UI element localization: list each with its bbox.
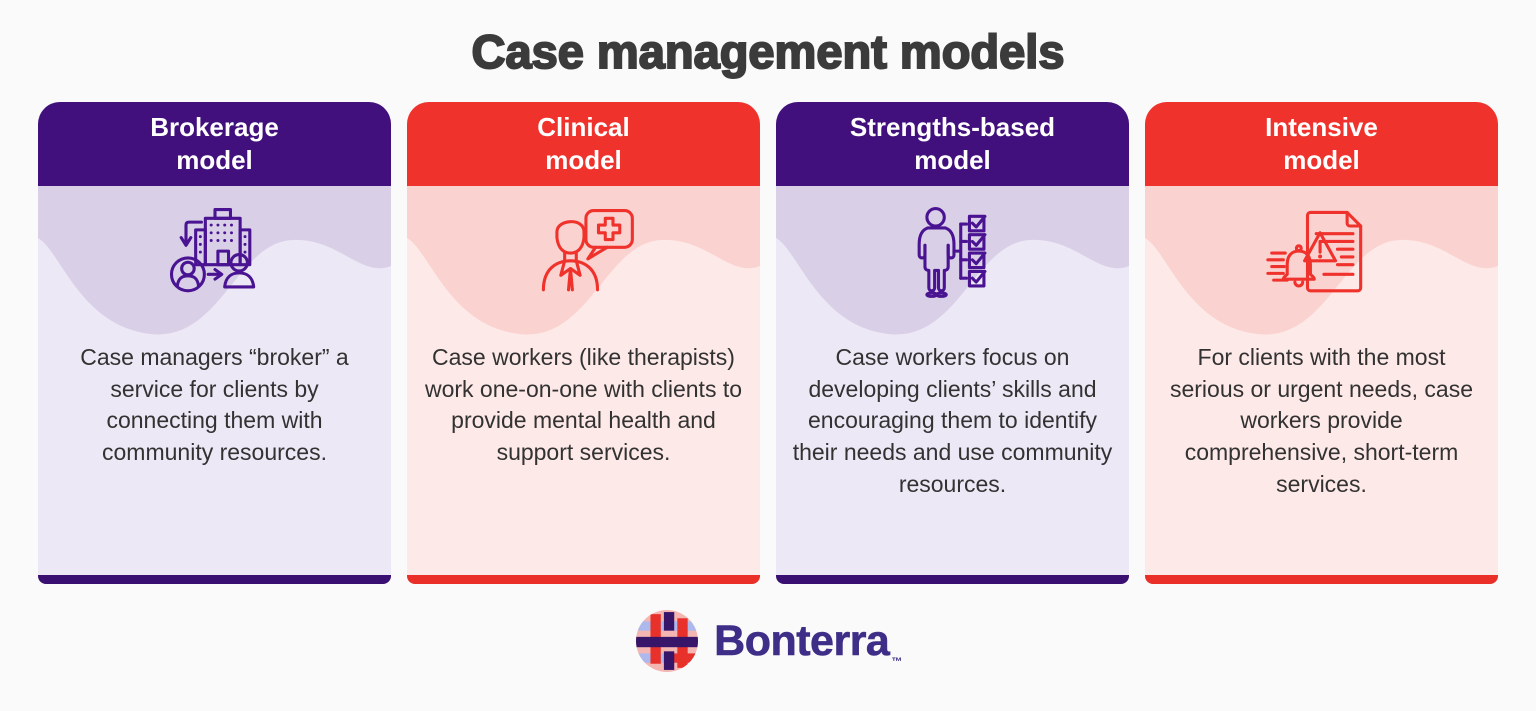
card-title-line1: Intensive: [1265, 111, 1378, 142]
card-title-line1: Brokerage: [150, 111, 279, 142]
bonterra-logo-mark: [636, 610, 699, 672]
wave-decoration: [1145, 238, 1498, 575]
card-strengths-based-model: Strengths-based model: [776, 102, 1129, 584]
card-header: Strengths-based model: [776, 102, 1129, 186]
card-title-line1: Strengths-based: [849, 111, 1056, 142]
card-title-line2: model: [914, 145, 991, 175]
card-title-line2: model: [545, 145, 622, 175]
card-title-line2: model: [176, 145, 253, 175]
urgent-document-alert-icon: [1264, 198, 1380, 312]
brand-name: Bonterra: [714, 616, 890, 665]
card-description: Case workers (like therapists) work one-…: [424, 344, 743, 466]
card-brokerage-model: Brokerage model: [38, 102, 391, 584]
wave-decoration: [407, 238, 760, 575]
trademark-symbol: ™: [891, 655, 902, 668]
card-header: Clinical model: [407, 102, 760, 186]
wave-decoration: [776, 238, 1129, 575]
card-bottom-bar: [407, 575, 760, 584]
card-bottom-bar: [1145, 575, 1498, 584]
card-body: Case workers focus on developing clients…: [776, 186, 1129, 575]
card-body: Case managers “broker” a service for cli…: [38, 186, 391, 575]
card-bottom-bar: [38, 575, 391, 584]
organization-referral-icon: [157, 198, 273, 312]
card-clinical-model: Clinical model: [407, 102, 760, 584]
card-intensive-model: Intensive model: [1145, 102, 1498, 584]
page-title: Case management models: [471, 24, 1066, 79]
card-bottom-bar: [776, 575, 1129, 584]
therapist-health-chat-icon: [526, 198, 642, 312]
card-header: Brokerage model: [38, 102, 391, 186]
card-body: For clients with the most serious or urg…: [1145, 186, 1498, 575]
card-content: Case managers “broker” a service for cli…: [38, 186, 391, 469]
wave-decoration: [38, 238, 391, 575]
person-checklist-icon: [895, 198, 1011, 312]
card-content: For clients with the most serious or urg…: [1145, 186, 1498, 501]
card-title-line1: Clinical: [537, 111, 630, 142]
card-description: For clients with the most serious or urg…: [1169, 344, 1473, 497]
card-header: Intensive model: [1145, 102, 1498, 186]
card-title-line2: model: [1283, 145, 1360, 175]
card-body: Case workers (like therapists) work one-…: [407, 186, 760, 575]
card-content: Case workers focus on developing clients…: [776, 186, 1129, 501]
card-row: Brokerage model: [0, 102, 1536, 584]
card-description: Case workers focus on developing clients…: [792, 344, 1113, 497]
card-content: Case workers (like therapists) work one-…: [407, 186, 760, 469]
card-description: Case managers “broker” a service for cli…: [80, 344, 349, 466]
